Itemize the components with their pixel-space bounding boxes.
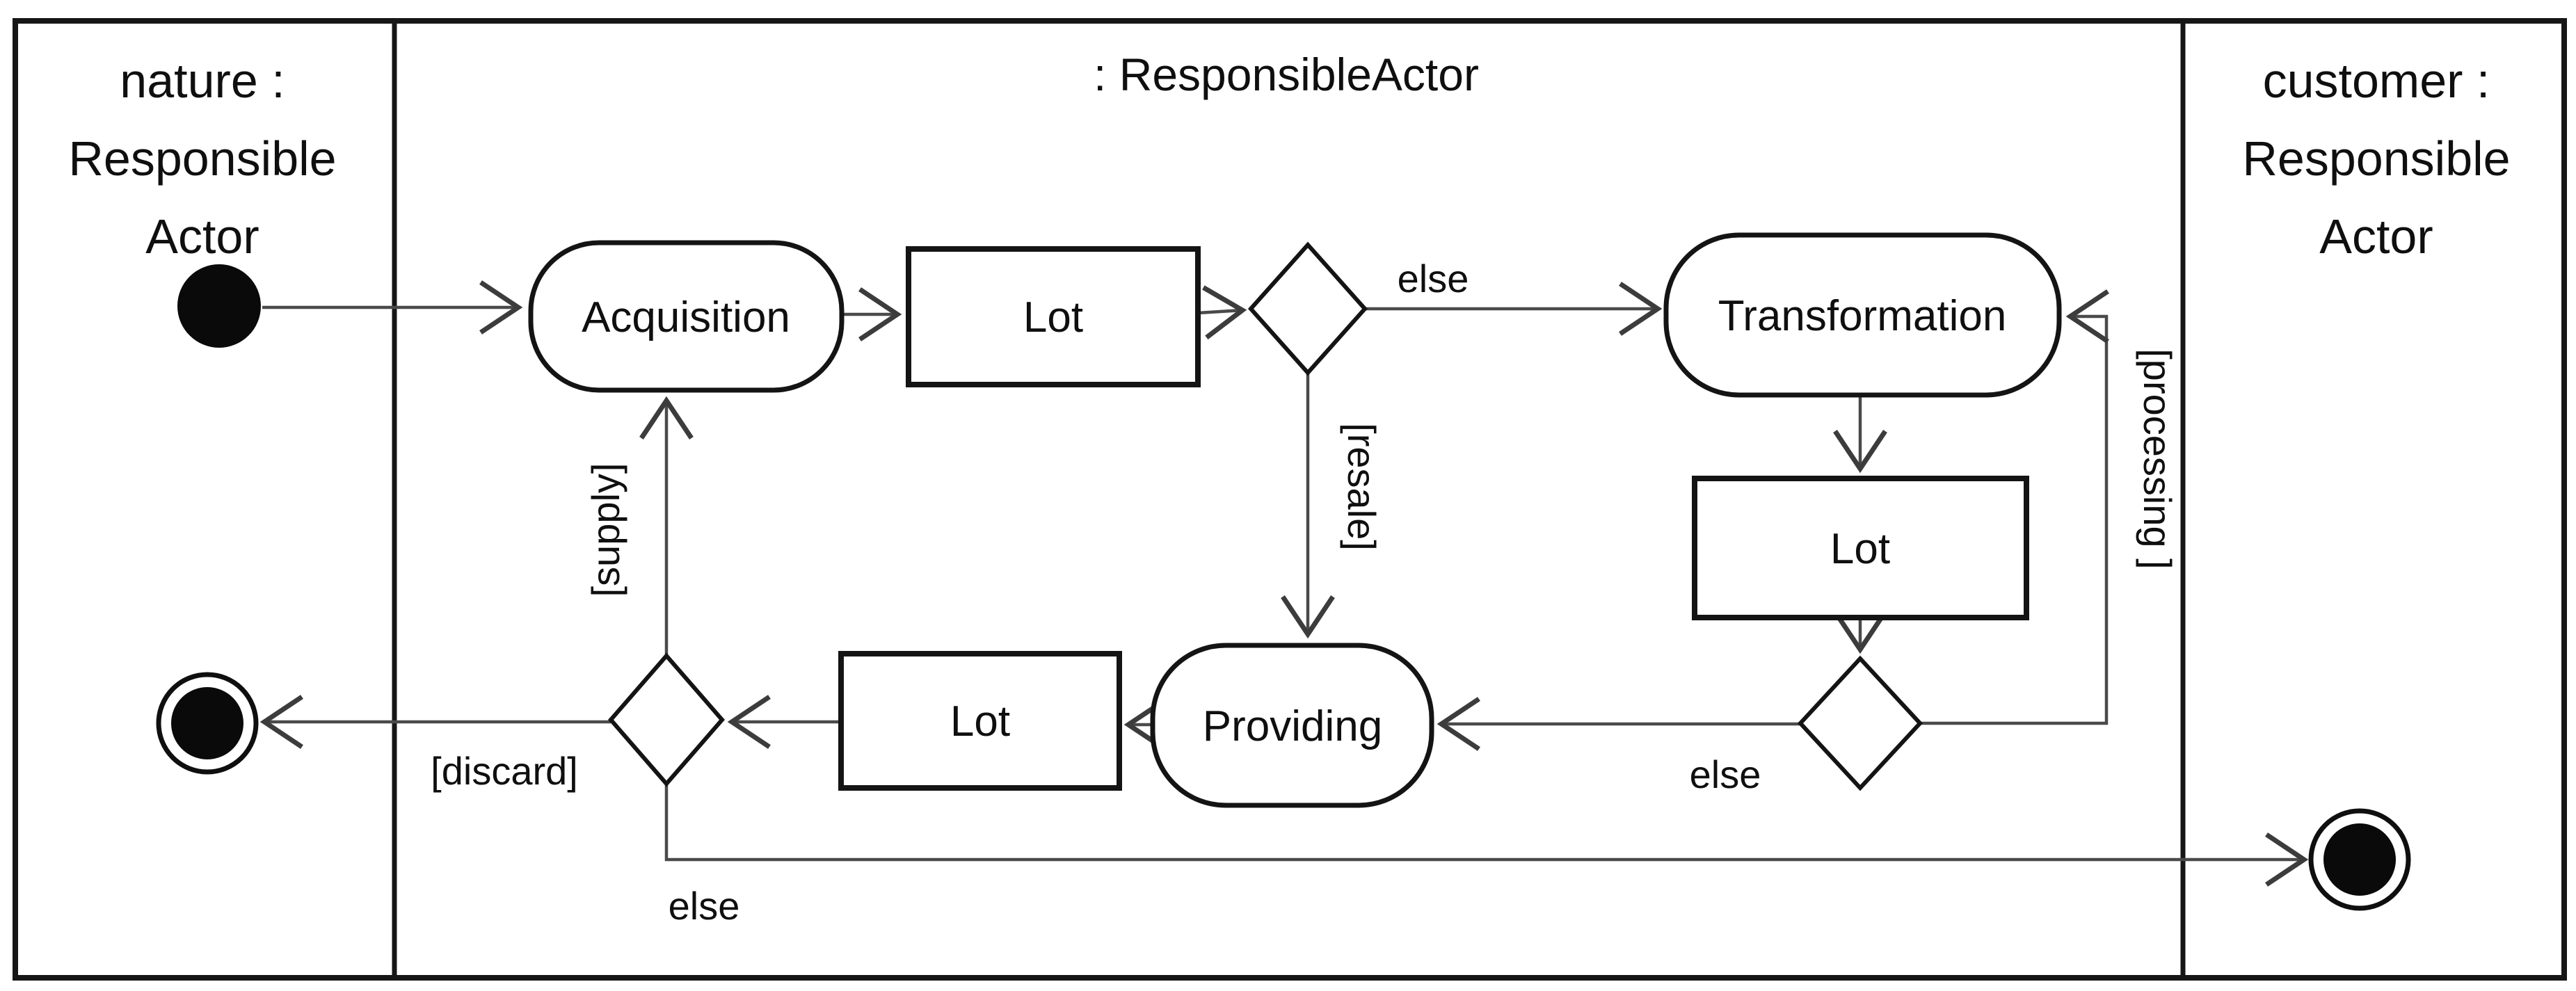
- lane-title-nature-line1: nature :: [120, 54, 285, 108]
- edge-decision2-processing-to-transformation: [1920, 289, 2109, 725]
- node-transformation-label: Transformation: [1718, 292, 2007, 340]
- lane-title-customer-line3: Actor: [2319, 209, 2433, 264]
- node-lot-top: [906, 246, 1201, 387]
- lane-title-main: : ResponsibleActor: [1094, 49, 1479, 100]
- node-providing-label: Providing: [1203, 702, 1382, 750]
- node-lot-bottom-label: Lot: [950, 698, 1010, 746]
- node-transformation: [1663, 232, 2062, 398]
- guard-discard: [discard]: [431, 749, 578, 793]
- guard-else-bottom: else: [669, 884, 740, 928]
- node-providing: [1150, 643, 1434, 808]
- edge-decision3-else-to-final-customer: [664, 784, 2309, 887]
- swimlane-outer-frame: [13, 18, 2567, 981]
- decision-diamond-2: [1797, 655, 1923, 791]
- lane-title-nature-line3: Actor: [145, 209, 259, 264]
- final-node-customer-core: [2323, 823, 2396, 896]
- decision-diamond-1: [1247, 241, 1368, 376]
- guard-processing: [processing ]: [2136, 348, 2179, 570]
- node-lot-right: [1692, 476, 2029, 620]
- edge-lot-top-to-decision1: [1197, 285, 1247, 340]
- guard-else-mid: else: [1690, 752, 1761, 796]
- node-lot-right-label: Lot: [1830, 525, 1890, 573]
- final-node-nature-core: [171, 687, 243, 759]
- node-lot-top-label: Lot: [1023, 293, 1083, 341]
- node-acquisition-label: Acquisition: [582, 293, 790, 341]
- final-node-customer-ring: [2308, 808, 2411, 911]
- final-node-nature-ring: [156, 672, 259, 775]
- lane-title-nature-line2: Responsible: [68, 131, 336, 186]
- lane-title-customer-line1: customer :: [2263, 54, 2490, 108]
- guard-supply: [supply]: [584, 463, 627, 597]
- initial-node: [177, 264, 261, 348]
- guard-resale: [resale]: [1340, 423, 1384, 551]
- guard-else-top: else: [1398, 257, 1469, 300]
- lane-title-customer-line2: Responsible: [2242, 131, 2510, 186]
- node-acquisition: [528, 240, 845, 393]
- decision-diamond-3: [608, 652, 725, 787]
- node-lot-bottom: [838, 651, 1122, 791]
